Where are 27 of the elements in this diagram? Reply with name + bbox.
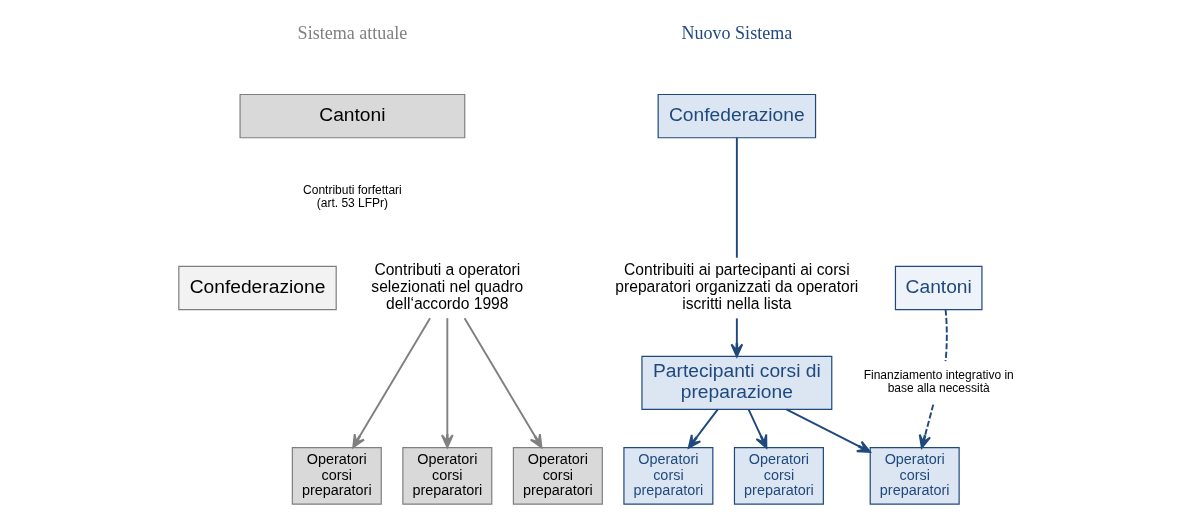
- node-box: Operatori corsi preparatori: [402, 447, 493, 505]
- node-text: Contribuiti ai partecipanti ai corsi preparatori organizzati da operatori iscritti nella lista: [615, 261, 859, 312]
- label: Contributi forfettari (art. 53 LFPr): [303, 183, 402, 211]
- arrow: [687, 408, 719, 449]
- arrow: [463, 317, 543, 449]
- arrow: [440, 317, 454, 449]
- node-box: Operatori corsi preparatori: [623, 447, 714, 505]
- connector: [944, 308, 948, 363]
- arrow: [730, 317, 744, 358]
- node-box: Confederazione: [178, 265, 337, 311]
- arrow: [747, 408, 768, 449]
- label: Sistema attuale: [297, 22, 408, 43]
- arrow: [918, 403, 935, 449]
- node-box: Cantoni: [239, 93, 466, 139]
- arrow: [352, 317, 431, 449]
- node-box: Cantoni: [894, 265, 983, 311]
- node-box: Operatori corsi preparatori: [512, 447, 603, 505]
- node-box: Confederazione: [657, 93, 817, 139]
- node-text: Finanziamento integrativo in base alla necessità: [863, 368, 1014, 396]
- node-box: Operatori corsi preparatori: [733, 447, 824, 505]
- node-text: Contributi a operatori selezionati nel quadro dell‘accordo 1998: [371, 261, 524, 312]
- node-box: Operatori corsi preparatori: [869, 447, 960, 505]
- connector: [735, 136, 738, 259]
- label: Nuovo Sistema: [681, 22, 793, 43]
- node-box: Operatori corsi preparatori: [291, 447, 382, 505]
- node-box: Partecipanti corsi di preparazione: [641, 355, 833, 410]
- arrow: [785, 408, 871, 453]
